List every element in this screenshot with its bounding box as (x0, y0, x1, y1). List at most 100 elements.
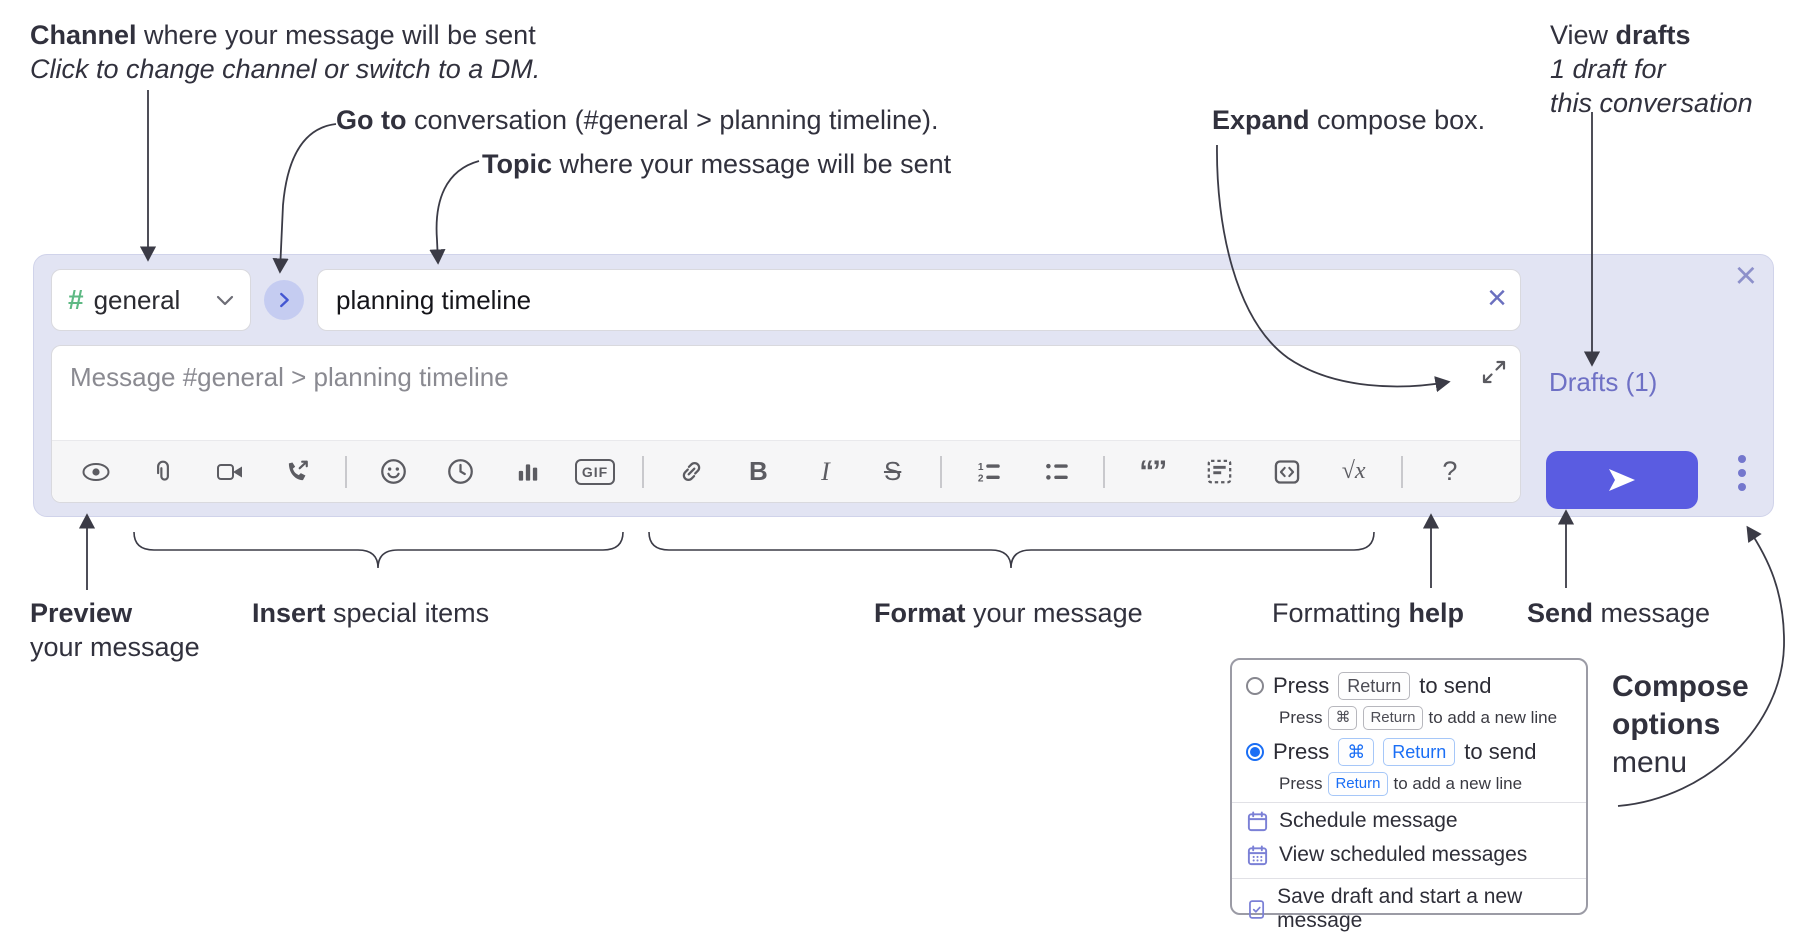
blockquote-icon[interactable]: “” (1139, 454, 1167, 488)
go-to-conversation-button[interactable] (264, 280, 304, 320)
attach-file-icon[interactable] (143, 452, 183, 492)
radio-selected[interactable] (1246, 743, 1264, 761)
compose-options-menu: Press Return to send Press ⌘ Return to a… (1230, 658, 1588, 932)
send-note: Send message (1527, 596, 1710, 630)
menu-item-label: Schedule message (1279, 809, 1458, 832)
option-text: to send (1464, 739, 1537, 764)
channel-note-rest: where your message will be sent (136, 20, 536, 50)
return-key-chip: Return (1363, 706, 1423, 730)
formatting-help-icon[interactable]: ? (1442, 456, 1458, 486)
preview-note: Preview your message (30, 596, 200, 664)
preview-icon[interactable] (76, 452, 116, 492)
option-subtext: Press (1279, 774, 1323, 793)
send-option-return-sub: Press ⌘ Return to add a new line (1279, 706, 1557, 730)
message-box: GIF B I S 12 “” √x (51, 345, 1521, 503)
option-text: Press (1273, 739, 1330, 764)
radio-unselected[interactable] (1246, 677, 1264, 695)
drafts-note-bold: drafts (1615, 20, 1691, 50)
drafts-note-line3: this conversation (1550, 88, 1753, 118)
send-note-rest: message (1593, 598, 1711, 628)
return-key-chip: Return (1328, 772, 1388, 796)
insert-note-bold: Insert (252, 598, 326, 628)
menu-item-label: Save draft and start a new message (1277, 885, 1523, 932)
channel-selector-button[interactable]: # general (51, 269, 251, 331)
topic-note-rest: where your message will be sent (552, 149, 952, 179)
channel-name: general (93, 284, 181, 315)
send-button[interactable] (1546, 451, 1698, 509)
preview-note-bold: Preview (30, 598, 133, 628)
arrow-topic (429, 160, 480, 265)
brace-format (648, 531, 1375, 569)
compose-box: × # general × (33, 254, 1774, 517)
option-subtext: Press (1279, 708, 1323, 727)
menu-item-label: View scheduled messages (1279, 843, 1528, 866)
strikethrough-icon[interactable]: S (883, 456, 902, 486)
return-key-chip: Return (1383, 738, 1456, 766)
channel-note: Channel where your message will be sent … (30, 18, 540, 86)
expand-note: Expand compose box. (1212, 103, 1485, 137)
toolbar-divider (939, 455, 942, 488)
toolbar-divider (642, 455, 645, 488)
insert-note-rest: special items (325, 598, 490, 628)
chevron-down-icon (216, 295, 234, 305)
drafts-note-pre: View (1550, 20, 1616, 50)
view-scheduled-messages-item[interactable]: View scheduled messages (1246, 843, 1527, 867)
clear-topic-icon[interactable]: × (1487, 279, 1507, 317)
format-note: Format your message (874, 596, 1143, 630)
save-draft-item[interactable]: Save draft and start a new message (1246, 885, 1586, 933)
drafts-note-line2: 1 draft for (1550, 54, 1666, 84)
format-note-bold: Format (874, 598, 966, 628)
compose-options-note: Compose options menu (1612, 668, 1749, 782)
svg-text:1: 1 (978, 462, 984, 473)
emoji-icon[interactable] (374, 452, 414, 492)
toolbar-divider (1103, 455, 1106, 488)
send-option-cmd-return[interactable]: Press ⌘ Return to send (1246, 738, 1536, 766)
insert-note: Insert special items (252, 596, 489, 630)
goto-note: Go to conversation (#general > planning … (336, 103, 939, 137)
compose-options-line2: options (1612, 708, 1721, 741)
format-note-rest: your message (965, 598, 1143, 628)
link-icon[interactable] (671, 452, 711, 492)
compose-options-menu-button[interactable] (1732, 455, 1752, 491)
audio-call-icon[interactable] (277, 452, 317, 492)
toolbar-divider (1400, 455, 1403, 488)
option-subtext: to add a new line (1428, 708, 1558, 727)
cmd-key-chip: ⌘ (1328, 706, 1358, 730)
compose-options-line1: Compose (1612, 670, 1749, 703)
expand-compose-icon[interactable] (1480, 358, 1508, 386)
toolbar-divider (344, 455, 347, 488)
composer-header-row: # general × (51, 269, 1521, 331)
chevron-right-icon (280, 292, 289, 308)
message-input[interactable] (52, 346, 1520, 440)
video-clip-icon[interactable] (210, 452, 250, 492)
save-draft-icon (1249, 899, 1265, 919)
option-text: to send (1419, 673, 1492, 698)
send-option-return[interactable]: Press Return to send (1246, 672, 1491, 700)
menu-divider (1232, 802, 1586, 803)
topic-input[interactable] (317, 269, 1521, 331)
gif-icon[interactable]: GIF (574, 452, 616, 492)
italic-icon[interactable]: I (821, 456, 830, 486)
schedule-message-item[interactable]: Schedule message (1246, 809, 1458, 833)
option-subtext: to add a new line (1393, 774, 1523, 793)
code-icon[interactable] (1267, 452, 1307, 492)
cmd-key-chip: ⌘ (1338, 738, 1375, 766)
expand-note-rest: compose box. (1309, 105, 1486, 135)
paper-plane-icon (1609, 469, 1635, 491)
bulleted-list-icon[interactable] (1036, 452, 1076, 492)
code-block-icon[interactable] (1199, 452, 1239, 492)
formula-icon[interactable]: √x (1341, 458, 1366, 484)
channel-note-line2: Click to change channel or switch to a D… (30, 54, 541, 84)
svg-text:2: 2 (978, 474, 984, 485)
goto-note-bold: Go to (336, 105, 407, 135)
close-icon[interactable]: × (1734, 255, 1757, 297)
bold-icon[interactable]: B (748, 456, 768, 486)
channel-hash-icon: # (68, 284, 84, 315)
arrow-goto (272, 123, 337, 274)
drafts-link[interactable]: Drafts (1) (1549, 367, 1658, 397)
recent-clock-icon[interactable] (441, 452, 481, 492)
topic-field-wrap: × (317, 269, 1521, 331)
poll-chart-icon[interactable] (508, 452, 548, 492)
return-key-chip: Return (1338, 672, 1411, 700)
